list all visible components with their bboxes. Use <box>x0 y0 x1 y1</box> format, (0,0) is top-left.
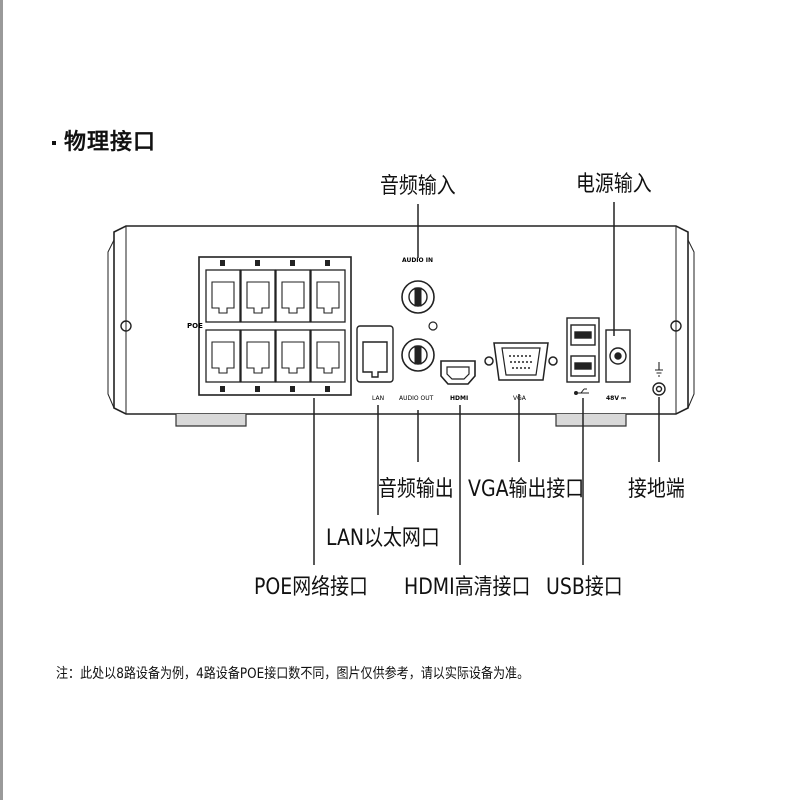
callout-vga: VGA输出接口 <box>468 477 585 502</box>
vga-port-icon <box>484 342 558 381</box>
poe-port-5-icon <box>205 329 241 392</box>
callout-audio-in: 音频输入 <box>380 174 456 199</box>
poe-port-6-icon <box>240 329 276 392</box>
left-border <box>0 0 3 800</box>
callout-usb: USB接口 <box>546 575 623 600</box>
usb-ports-icon <box>566 317 600 383</box>
usb-symbol-icon <box>574 388 589 395</box>
callout-audio-out: 音频输出 <box>378 477 454 502</box>
section-title-text: 物理接口 <box>64 130 157 155</box>
poe-port-1-icon <box>205 260 241 323</box>
foot-right <box>555 414 627 427</box>
device-body <box>107 225 695 415</box>
poe-port-8-icon <box>310 329 346 392</box>
lan-panel-label: LAN <box>372 395 384 402</box>
audio-in-jack-icon <box>401 280 435 314</box>
hdmi-panel-label: HDMI <box>450 395 468 402</box>
poe-panel-label: POE <box>187 322 203 330</box>
callout-leader-lines <box>313 202 660 565</box>
section-title: 物理接口 <box>52 124 156 156</box>
audio-screw-icon <box>428 321 438 331</box>
poe-port-block <box>198 256 352 396</box>
hdmi-port-icon <box>440 360 476 385</box>
power-panel-label: 48V ⎓ <box>606 395 626 402</box>
callout-hdmi: HDMI高清接口 <box>404 575 531 600</box>
callout-ground: 接地端 <box>628 477 685 502</box>
callout-power-in: 电源输入 <box>576 172 652 197</box>
poe-port-4-icon <box>310 260 346 323</box>
mount-hole-right-icon <box>670 320 682 332</box>
lan-port-icon <box>356 325 394 383</box>
poe-port-2-icon <box>240 260 276 323</box>
foot-left <box>175 414 247 427</box>
power-jack-icon <box>605 329 631 383</box>
bullet-icon <box>52 141 56 145</box>
audio-in-panel-label: AUDIO IN <box>402 257 433 264</box>
poe-port-7-icon <box>275 329 311 392</box>
callout-poe: POE网络接口 <box>254 575 368 600</box>
callout-lan: LAN以太网口 <box>326 526 440 551</box>
mount-hole-left-icon <box>120 320 132 332</box>
vga-panel-label: VGA <box>513 395 527 402</box>
audio-out-panel-label: AUDIO OUT <box>399 395 434 402</box>
poe-ports <box>205 260 346 392</box>
footnote: 注：此处以8路设备为例，4路设备POE接口数不同，图片仅供参考，请以实际设备为准… <box>56 666 530 682</box>
audio-out-jack-icon <box>401 338 435 372</box>
poe-port-3-icon <box>275 260 311 323</box>
ground-terminal-icon <box>652 362 666 396</box>
